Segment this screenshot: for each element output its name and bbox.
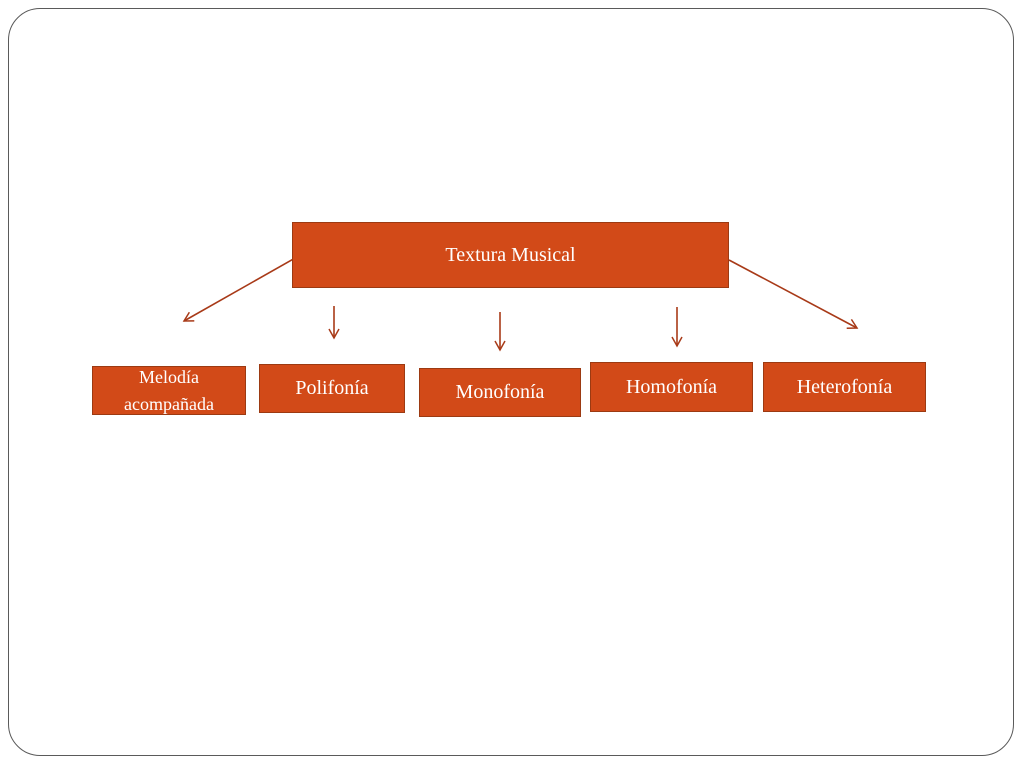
child-node-label: Monofonía: [455, 381, 545, 403]
child-node-label: Heterofonía: [796, 375, 893, 398]
child-node-label: Melodía acompañada: [124, 366, 214, 414]
child-node-polifonia: Polifonía: [259, 364, 405, 413]
root-node-textura-musical: Textura Musical: [292, 222, 729, 288]
root-node-label: Textura Musical: [445, 243, 576, 266]
child-node-melodia-acompanada: Melodía acompañada: [92, 366, 246, 415]
child-node-label: Homofonía: [625, 375, 718, 398]
child-node-homofonia: Homofonía: [590, 362, 753, 412]
child-node-monofonia: Monofonía: [419, 368, 581, 417]
child-node-heterofonia: Heterofonía: [763, 362, 926, 412]
child-node-label: Polifonía: [295, 377, 369, 399]
